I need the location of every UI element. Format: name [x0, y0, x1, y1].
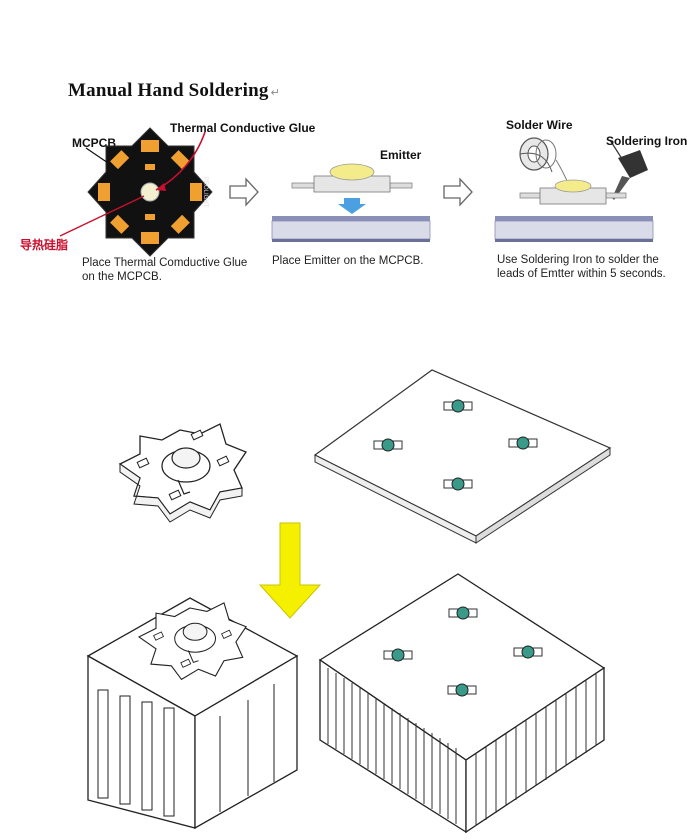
step-arrow-icon-1 [229, 177, 259, 207]
return-mark: ↵ [270, 87, 281, 99]
step2-caption: Place Emitter on the MCPCB. [272, 255, 424, 267]
led-3 [508, 436, 538, 450]
mcpcb-pointer [85, 147, 143, 187]
heatsink-led-4 [447, 683, 477, 697]
emitter-placement-illustration [271, 163, 431, 242]
step3-caption-line1: Use Soldering Iron to solder the [497, 254, 659, 266]
star-board-isometric [118, 423, 247, 523]
label-chinese-glue: 导热硅脂 [20, 238, 69, 252]
heatsink-led-3 [513, 645, 543, 659]
step-arrow-icon-2 [443, 177, 473, 207]
cn-pointer-red [59, 195, 145, 237]
square-board-with-leds [313, 369, 612, 544]
soldering-iron [609, 139, 648, 200]
heatsink-large [318, 573, 606, 834]
label-mcpcb: MCPCB [72, 136, 116, 150]
led-1 [443, 399, 473, 413]
step1-caption-line2: on the MCPCB. [82, 271, 162, 283]
soldering-illustration [494, 137, 654, 242]
label-thermal-glue: Thermal Conductive Glue [170, 121, 316, 135]
mcpcb-star-board: PROLIGHT [87, 127, 213, 257]
label-soldering-iron: Soldering Iron [606, 134, 688, 148]
yellow-down-arrow-icon [258, 522, 322, 619]
step3-caption: Use Soldering Iron to solder the leads o… [497, 253, 666, 281]
step1-caption: Place Thermal Comductive Glue on the MCP… [82, 256, 247, 284]
step3-caption-line2: leads of Emtter within 5 seconds. [497, 268, 666, 280]
blue-down-arrow-icon [338, 198, 366, 214]
label-solder-wire: Solder Wire [506, 118, 573, 132]
title-text: Manual Hand Soldering [68, 80, 269, 101]
heatsink-led-1 [448, 606, 478, 620]
page-title: Manual Hand Soldering↵ [68, 80, 280, 102]
label-emitter: Emitter [380, 148, 422, 162]
board-brand-text: PROLIGHT [202, 177, 208, 208]
led-2 [373, 438, 403, 452]
step1-caption-line1: Place Thermal Comductive Glue [82, 257, 248, 269]
heatsink-small [86, 597, 299, 830]
heatsink-led-2 [383, 648, 413, 662]
led-4 [443, 477, 473, 491]
